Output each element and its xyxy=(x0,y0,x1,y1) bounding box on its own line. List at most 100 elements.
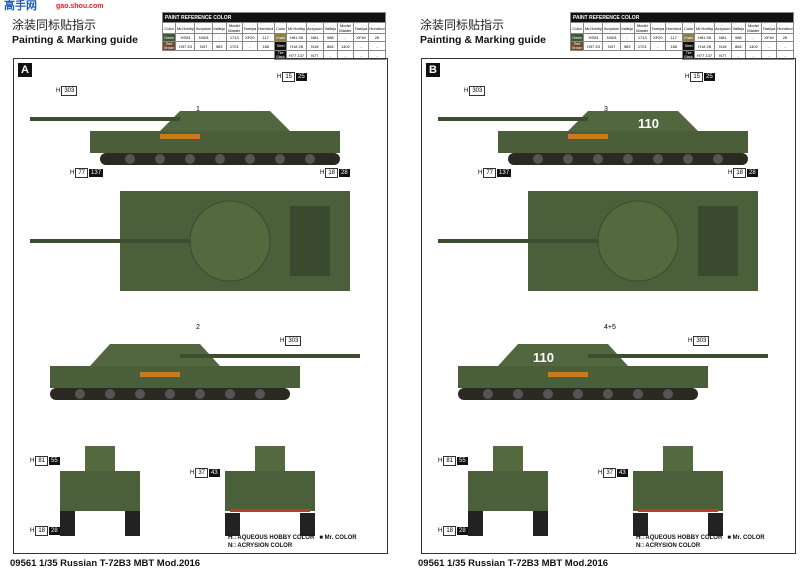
table-cell: 983 xyxy=(211,41,227,51)
table-cell: H303 xyxy=(583,33,604,42)
column-header: Color xyxy=(161,22,177,34)
table-cell: H81 55 xyxy=(286,33,307,42)
tank-side-view-right: 110 xyxy=(458,344,768,400)
table-cell: - xyxy=(775,41,795,51)
marking-number-2-text: 4+5 xyxy=(604,324,616,331)
table-cell: - xyxy=(367,50,387,60)
table-cell: 26 xyxy=(367,33,387,42)
footer-product-title: 09561 1/35 Russian T-72B3 MBT Mod.2016 xyxy=(418,558,609,569)
table-cell: - xyxy=(761,41,777,51)
column-header: Mr.Hobby xyxy=(583,22,604,34)
legend-acrysion: N□ ACRYSION COLOR xyxy=(636,543,701,549)
table-cell: 117 xyxy=(256,33,275,42)
color-swatch: Red Brown xyxy=(161,41,177,51)
tank-top-view xyxy=(30,191,350,291)
turret-number: 110 xyxy=(533,350,554,365)
table-cell: 864 xyxy=(322,41,338,51)
title-chinese: 涂装同标贴指示 xyxy=(420,18,505,32)
column-header: Humbrol xyxy=(367,22,387,34)
column-header: Color xyxy=(273,22,288,34)
table-cell: - xyxy=(322,50,338,60)
tank-rear-view xyxy=(225,446,315,536)
column-header: Mr.Hobby xyxy=(286,22,307,34)
column-header: Model Master xyxy=(744,22,763,34)
scheme-letter: B xyxy=(426,63,440,77)
column-header: Humbrol xyxy=(664,22,683,34)
table-cell: H37 43 xyxy=(583,41,604,51)
column-header: Model Master xyxy=(633,22,652,34)
column-header: Tamiya xyxy=(242,22,258,34)
title-english: Painting & Marking guide xyxy=(12,34,139,46)
table-cell: - xyxy=(775,50,795,60)
column-header: Acrysion xyxy=(602,22,621,34)
table-cell: H303 xyxy=(175,33,196,42)
watermark-logo-text: 高手网 xyxy=(4,0,37,12)
legend-aqueous: H□ AQUEOUS HOBBY COLOR xyxy=(636,535,723,541)
title-chinese: 涂装同标贴指示 xyxy=(12,18,97,32)
color-swatch: Steel xyxy=(681,41,696,51)
legend-mr-color: ■ Mr. COLOR xyxy=(319,535,357,541)
color-swatch: Green xyxy=(569,33,585,42)
column-header: Tamiya xyxy=(650,22,666,34)
column-header: Acrysion xyxy=(194,22,213,34)
table-cell: N18 xyxy=(305,41,324,51)
table-cell: N303 xyxy=(602,33,621,42)
table-cell: - xyxy=(353,41,369,51)
scheme-letter: A xyxy=(18,63,32,77)
color-legend: H□ AQUEOUS HOBBY COLOR ■ Mr. COLOR N□ AC… xyxy=(636,534,765,550)
turret-number: 110 xyxy=(638,116,659,131)
table-cell: 988 xyxy=(730,33,746,42)
table-cell: 26 xyxy=(775,33,795,42)
legend-acrysion: N□ ACRYSION COLOR xyxy=(228,543,293,549)
tank-rear-view xyxy=(633,446,723,536)
marking-number-2: 4+5 xyxy=(604,324,616,332)
color-swatch: Khaki xyxy=(273,33,288,42)
column-header: Acrysion xyxy=(305,22,324,34)
tank-side-view-right xyxy=(50,344,360,400)
table-cell: H18 28 xyxy=(694,41,715,51)
column-header: Tamiya xyxy=(761,22,777,34)
table-cell: H37 43 xyxy=(175,41,196,51)
watermark-url: gao.shou.com xyxy=(56,3,104,10)
marking-number-text: 1 xyxy=(196,106,200,113)
watermark-logo: 高手网 xyxy=(4,0,37,13)
table-cell: - xyxy=(730,50,746,60)
column-header: Humbrol xyxy=(256,22,275,34)
marking-number-2-text: 2 xyxy=(196,324,200,331)
column-header: Color xyxy=(569,22,585,34)
table-cell: - xyxy=(619,33,635,42)
table-cell: XF49 xyxy=(761,33,777,42)
table-cell: 186 xyxy=(256,41,275,51)
table-cell: 186 xyxy=(664,41,683,51)
table-cell: - xyxy=(367,41,387,51)
table-cell: N81 xyxy=(713,33,732,42)
legend-aqueous: H□ AQUEOUS HOBBY COLOR xyxy=(228,535,315,541)
table-cell: 1713 xyxy=(633,33,652,42)
marking-number: 1 xyxy=(196,106,200,114)
column-header: Tamiya xyxy=(353,22,369,34)
column-header: Model Master xyxy=(225,22,244,34)
table-cell: 983 xyxy=(619,41,635,51)
column-header: Vallejo xyxy=(730,22,746,34)
table-cell: 988 xyxy=(322,33,338,42)
column-header: Acrysion xyxy=(713,22,732,34)
column-header: Vallejo xyxy=(619,22,635,34)
drawing-frame xyxy=(421,58,796,554)
table-cell: - xyxy=(336,33,355,42)
tank-side-view-left: 110 xyxy=(438,111,748,165)
column-header: Mr.Hobby xyxy=(694,22,715,34)
marking-number-2: 2 xyxy=(196,324,200,332)
tank-front-view xyxy=(60,446,140,536)
table-cell: - xyxy=(650,41,666,51)
